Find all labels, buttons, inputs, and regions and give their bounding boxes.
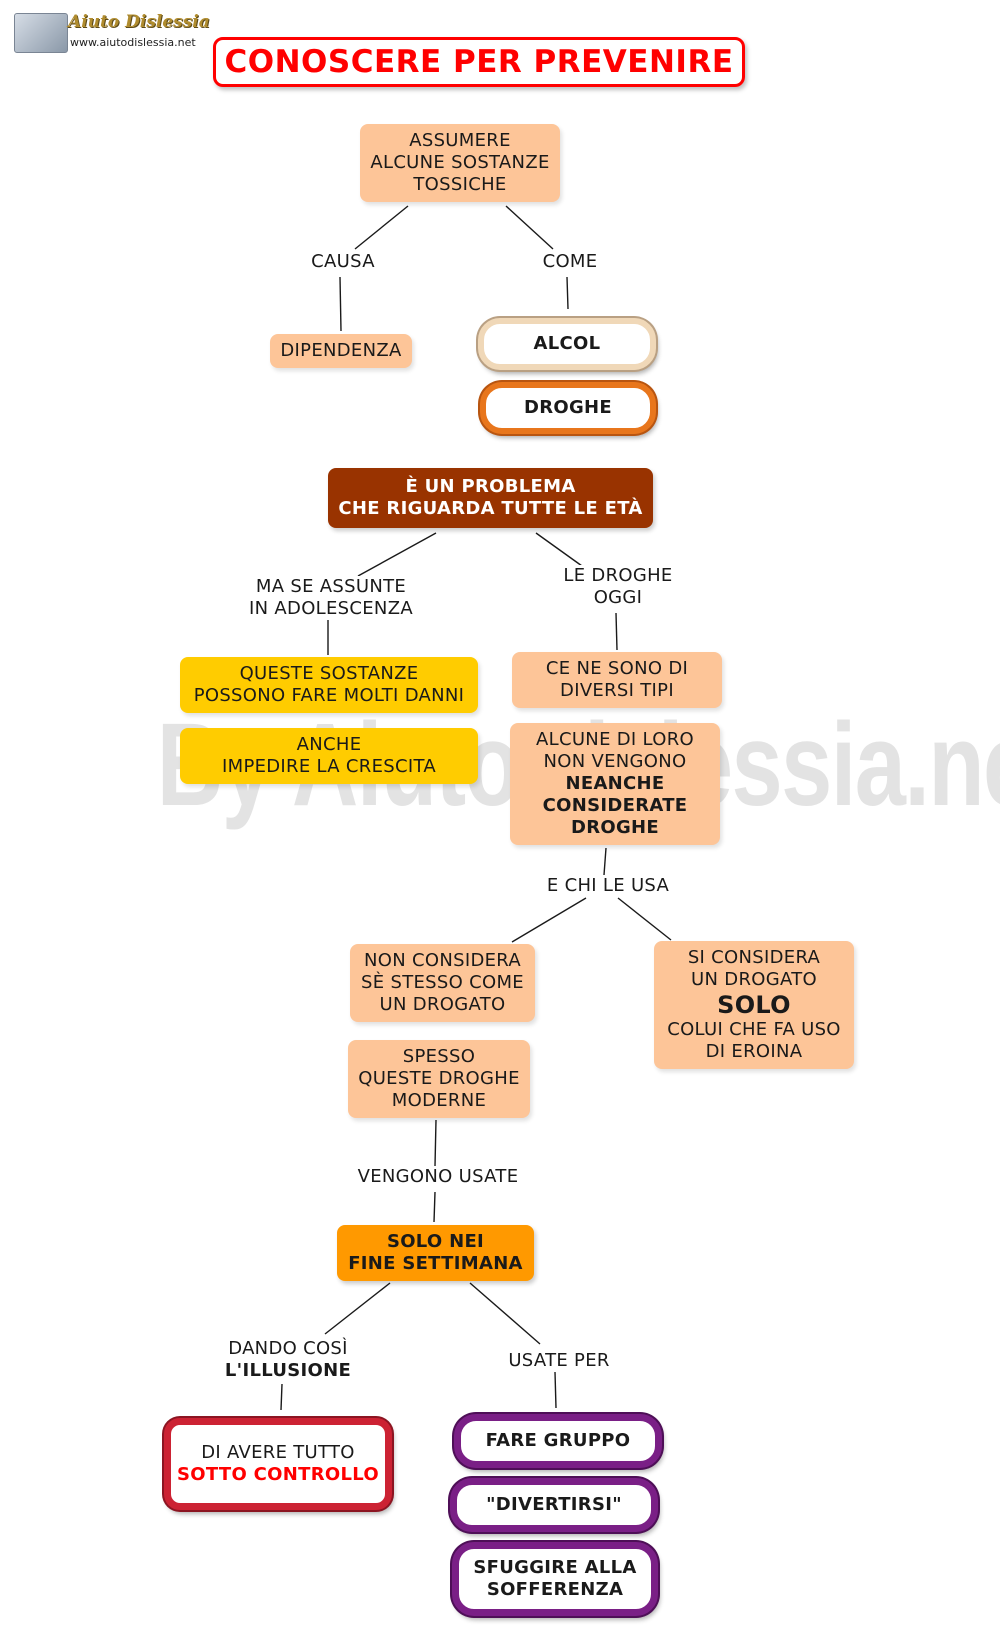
- connector: [434, 1119, 437, 1167]
- node-line: UN DROGATO: [691, 969, 817, 990]
- label-line: LE DROGHE: [563, 565, 673, 586]
- connector: [617, 897, 672, 941]
- node-line: CHE RIGUARDA TUTTE LE ETÀ: [338, 498, 643, 519]
- connector: [354, 205, 409, 250]
- label-line: DANDO COSÌ: [228, 1338, 348, 1359]
- node-line-solo: SOLO: [717, 991, 791, 1019]
- label-line: MA SE ASSUNTE: [255, 576, 407, 597]
- node-alcune: ALCUNE DI LORO NON VENGONO NEANCHE CONSI…: [510, 723, 720, 845]
- connector: [566, 276, 569, 310]
- node-sofferenza: SFUGGIRE ALLA SOFFERENZA: [452, 1542, 658, 1616]
- node-line: FINE SETTIMANA: [348, 1253, 523, 1274]
- connector: [615, 612, 618, 651]
- node-si-considera: SI CONSIDERA UN DROGATO SOLO COLUI CHE F…: [654, 941, 854, 1069]
- label-vengono-usate: VENGONO USATE: [348, 1166, 528, 1188]
- label-come: COME: [528, 251, 612, 273]
- node-line: ANCHE: [296, 734, 362, 755]
- node-line: SOTTO CONTROLLO: [177, 1464, 379, 1485]
- node-tipi: CE NE SONO DI DIVERSI TIPI: [512, 652, 722, 708]
- node-line: COLUI CHE FA USO: [667, 1019, 841, 1040]
- node-danni: QUESTE SOSTANZE POSSONO FARE MOLTI DANNI: [180, 657, 478, 713]
- node-problema: È UN PROBLEMA CHE RIGUARDA TUTTE LE ETÀ: [328, 468, 653, 528]
- label-adolescenza: MA SE ASSUNTE IN ADOLESCENZA: [234, 576, 428, 620]
- logo-url: www.aiutodislessia.net: [70, 36, 196, 49]
- connector: [511, 897, 587, 943]
- node-line: SÈ STESSO COME: [361, 972, 524, 993]
- node-non-considera: NON CONSIDERA SÈ STESSO COME UN DROGATO: [350, 944, 535, 1022]
- connector: [603, 847, 607, 876]
- node-line: SOFFERENZA: [486, 1579, 624, 1600]
- label-line: OGGI: [593, 587, 643, 608]
- node-line: È UN PROBLEMA: [405, 476, 576, 497]
- connector: [535, 532, 583, 567]
- node-line: DI AVERE TUTTO: [201, 1442, 355, 1463]
- node-line: TOSSICHE: [413, 174, 507, 195]
- node-line: ASSUMERE: [409, 130, 511, 151]
- node-weekend: SOLO NEI FINE SETTIMANA: [337, 1225, 534, 1281]
- connector: [554, 1371, 557, 1409]
- node-divertirsi: "DIVERTIRSI": [450, 1478, 658, 1532]
- connector: [324, 1282, 391, 1335]
- node-spesso: SPESSO QUESTE DROGHE MODERNE: [348, 1040, 530, 1118]
- node-alcol: ALCOL: [478, 318, 656, 370]
- node-controllo: DI AVERE TUTTO SOTTO CONTROLLO: [164, 1418, 392, 1510]
- node-line: ALCUNE DI LORO: [536, 729, 694, 750]
- node-line: DI EROINA: [705, 1041, 803, 1062]
- node-dipendenza: DIPENDENZA: [270, 334, 412, 368]
- node-assumere: ASSUMERE ALCUNE SOSTANZE TOSSICHE: [360, 124, 560, 202]
- node-line: MODERNE: [391, 1090, 487, 1111]
- node-line: SI CONSIDERA: [687, 947, 821, 968]
- logo[interactable]: Aiuto Dislessia www.aiutodislessia.net: [12, 10, 210, 56]
- node-line: NEANCHE: [565, 773, 665, 794]
- node-line: QUESTE DROGHE: [358, 1068, 520, 1089]
- label-chi-le-usa: E CHI LE USA: [530, 875, 686, 897]
- node-line: NON CONSIDERA: [364, 950, 521, 971]
- label-causa: CAUSA: [302, 251, 384, 273]
- logo-name: Aiuto Dislessia: [68, 12, 210, 32]
- node-line: IMPEDIRE LA CRESCITA: [222, 756, 436, 777]
- node-line: QUESTE SOSTANZE: [239, 663, 419, 684]
- label-usate-per: USATE PER: [498, 1350, 620, 1372]
- node-line: SPESSO: [402, 1046, 476, 1067]
- node-line: SFUGGIRE ALLA: [473, 1557, 637, 1578]
- node-line: SOLO NEI: [386, 1231, 485, 1252]
- connector: [469, 1282, 541, 1345]
- node-line: ALCUNE SOSTANZE: [370, 152, 550, 173]
- node-droghe: DROGHE: [480, 382, 656, 434]
- page-title: CONOSCERE PER PREVENIRE: [213, 37, 745, 87]
- node-line: CONSIDERATE: [542, 795, 688, 816]
- connector: [433, 1191, 436, 1223]
- connector: [339, 276, 342, 332]
- label-droghe-oggi: LE DROGHE OGGI: [550, 565, 686, 609]
- label-line: L'ILLUSIONE: [224, 1360, 352, 1381]
- label-illusione: DANDO COSÌ L'ILLUSIONE: [210, 1338, 366, 1382]
- connector: [280, 1383, 283, 1411]
- node-line: DIVERSI TIPI: [560, 680, 674, 701]
- book-icon: [14, 13, 68, 53]
- node-line: UN DROGATO: [379, 994, 506, 1015]
- node-line: DROGHE: [570, 817, 660, 838]
- node-crescita: ANCHE IMPEDIRE LA CRESCITA: [180, 728, 478, 784]
- node-line: CE NE SONO DI: [545, 658, 689, 679]
- node-line: POSSONO FARE MOLTI DANNI: [193, 685, 465, 706]
- connector: [505, 205, 554, 250]
- connector: [357, 532, 437, 577]
- node-gruppo: FARE GRUPPO: [454, 1414, 662, 1468]
- label-line: IN ADOLESCENZA: [249, 598, 413, 619]
- node-line: NON VENGONO: [543, 751, 687, 772]
